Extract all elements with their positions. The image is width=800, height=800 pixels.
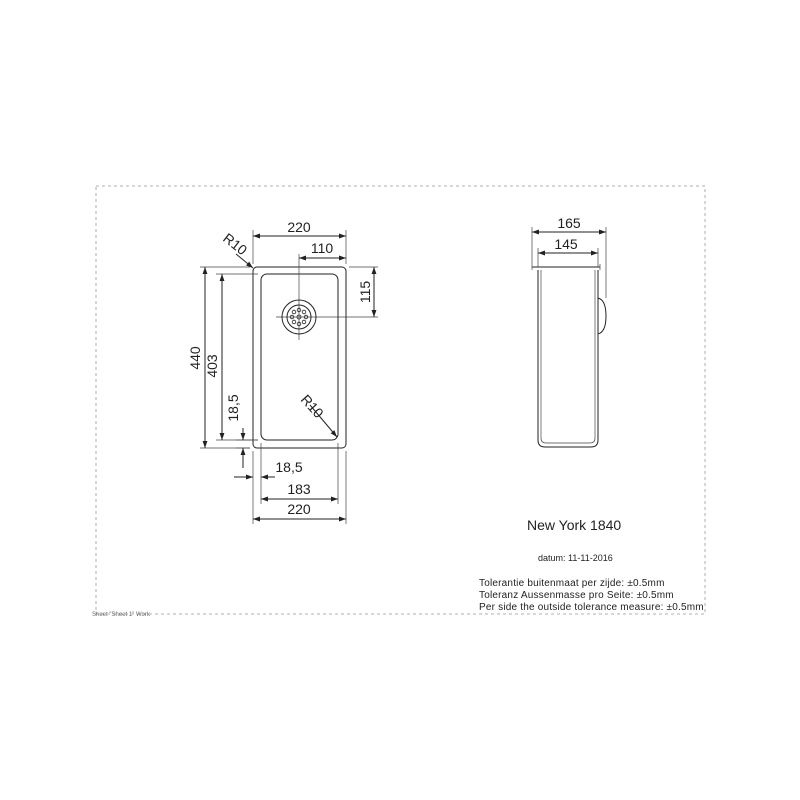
- sink-inner-outline: [260, 273, 339, 441]
- tolerance-line-de: Toleranz Aussenmasse pro Seite: ±0.5mm: [479, 590, 674, 601]
- top-view: 220 110 R10 115 440: [187, 219, 378, 524]
- dim-drain-offset: 115: [322, 266, 378, 318]
- sheet-frame: [95, 185, 706, 615]
- sink-outer-outline: [252, 266, 347, 449]
- dim-length-inner: 403: [204, 273, 258, 441]
- dim-rim-side: 18,5: [225, 394, 258, 468]
- product-title: New York 1840: [527, 517, 622, 533]
- sink-side-outline: [537, 270, 599, 448]
- dim-rim-bottom: 18,5: [234, 443, 303, 482]
- dim-label-width-outer: 220: [287, 219, 311, 235]
- dim-corner-radius-inner: R10: [298, 391, 338, 438]
- dim-label-width-inner: 183: [287, 481, 311, 497]
- overflow-icon: [597, 297, 607, 335]
- dim-width-inner: 183: [260, 443, 339, 504]
- drain-icon: [276, 294, 322, 340]
- dim-corner-radius-outer: R10: [220, 230, 254, 269]
- dim-label-width-bottom: 220: [287, 501, 311, 517]
- dim-side-width-inner: 145: [537, 236, 599, 267]
- dim-label-rim-bottom: 18,5: [275, 459, 302, 475]
- dim-label-corner-radius-inner: R10: [298, 391, 327, 421]
- dim-side-width-outer: 165: [531, 215, 607, 298]
- tolerance-line-nl: Tolerantie buitenmaat per zijde: ±0.5mm: [479, 578, 665, 589]
- dim-label-length-outer: 440: [187, 346, 203, 370]
- dim-label-side-width-outer: 165: [557, 215, 581, 231]
- dim-half-width: 110: [298, 240, 346, 294]
- dim-label-side-width-inner: 145: [554, 236, 578, 252]
- dim-label-drain-offset: 115: [357, 281, 373, 304]
- dim-label-rim-side: 18,5: [225, 394, 241, 421]
- side-view: 165 145: [531, 215, 607, 448]
- tolerance-line-en: Per side the outside tolerance measure: …: [479, 602, 704, 613]
- dim-label-length-inner: 403: [204, 354, 220, 378]
- dim-label-corner-radius-outer: R10: [220, 230, 250, 259]
- sheet-label: Sheet "Sheet 1" Work: [92, 612, 150, 618]
- drawing-date: datum: 11-11-2016: [538, 553, 613, 563]
- dim-label-half-width: 110: [311, 240, 334, 256]
- dim-width-bottom: 220: [252, 451, 347, 524]
